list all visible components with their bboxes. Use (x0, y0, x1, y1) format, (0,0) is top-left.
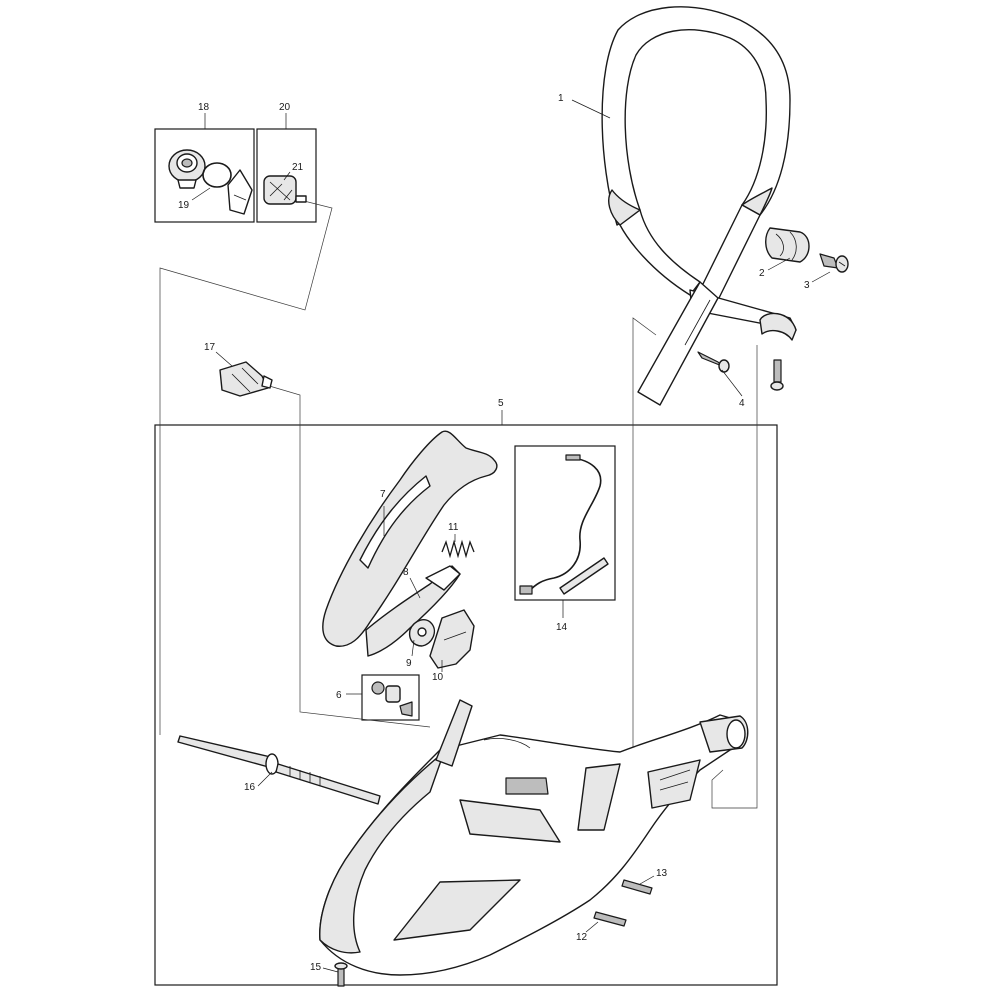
group-box-18 (154, 128, 255, 223)
callout-3: 3 (804, 280, 810, 291)
callout-4: 4 (739, 398, 745, 409)
pin-part-12 (593, 911, 627, 927)
group-box-5 (154, 424, 778, 986)
callout-10: 10 (432, 672, 444, 683)
callout-9: 9 (406, 658, 412, 669)
screw-3 (819, 253, 849, 273)
grommet-part-17 (219, 361, 273, 397)
callout-labels: 1 2 3 4 5 6 7 8 9 10 11 12 13 14 15 16 1… (178, 93, 810, 973)
callout-14: 14 (556, 622, 568, 633)
filter-part-19 (227, 169, 253, 215)
callout-20: 20 (279, 102, 291, 113)
callout-6: 6 (336, 690, 342, 701)
callout-19: 19 (178, 200, 190, 211)
callout-5: 5 (498, 398, 504, 409)
handle-clamp (765, 227, 810, 263)
group-box-6 (361, 674, 420, 721)
callout-16: 16 (244, 782, 256, 793)
fuel-cap-part-18 (168, 149, 206, 189)
front-handle-bar (601, 6, 797, 406)
throttle-trigger-part-8 (365, 565, 461, 657)
screw-part-15 (334, 962, 348, 987)
trigger-lock-part-9 (408, 619, 436, 647)
callout-13: 13 (656, 868, 668, 879)
callout-15: 15 (310, 962, 322, 973)
o-ring-part-19 (202, 162, 232, 188)
rod-part-16 (177, 735, 381, 805)
rear-handle-grip-part-7 (322, 430, 498, 647)
callout-17: 17 (204, 342, 216, 353)
callout-11: 11 (448, 522, 459, 533)
assembly-guide-lines (159, 199, 758, 809)
screw-4b (770, 359, 784, 391)
callout-18: 18 (198, 102, 210, 113)
callout-1: 1 (558, 93, 564, 104)
leader-lines (191, 99, 831, 973)
pin-part-13 (621, 879, 653, 895)
callout-8: 8 (403, 567, 409, 578)
callout-2: 2 (759, 268, 765, 279)
group-box-14 (514, 445, 616, 601)
callout-21: 21 (292, 162, 304, 173)
callout-7: 7 (380, 489, 386, 500)
group-box-20 (256, 128, 317, 223)
filter-part-21 (263, 175, 307, 205)
lever-part-10 (429, 609, 475, 669)
callout-12: 12 (576, 932, 588, 943)
screw-4 (697, 351, 730, 373)
rear-handle-housing-part-5 (319, 699, 749, 976)
spring-part-11 (441, 539, 475, 559)
filter-assembly-part-6 (371, 681, 413, 717)
wire-harness-part-14 (519, 454, 609, 595)
